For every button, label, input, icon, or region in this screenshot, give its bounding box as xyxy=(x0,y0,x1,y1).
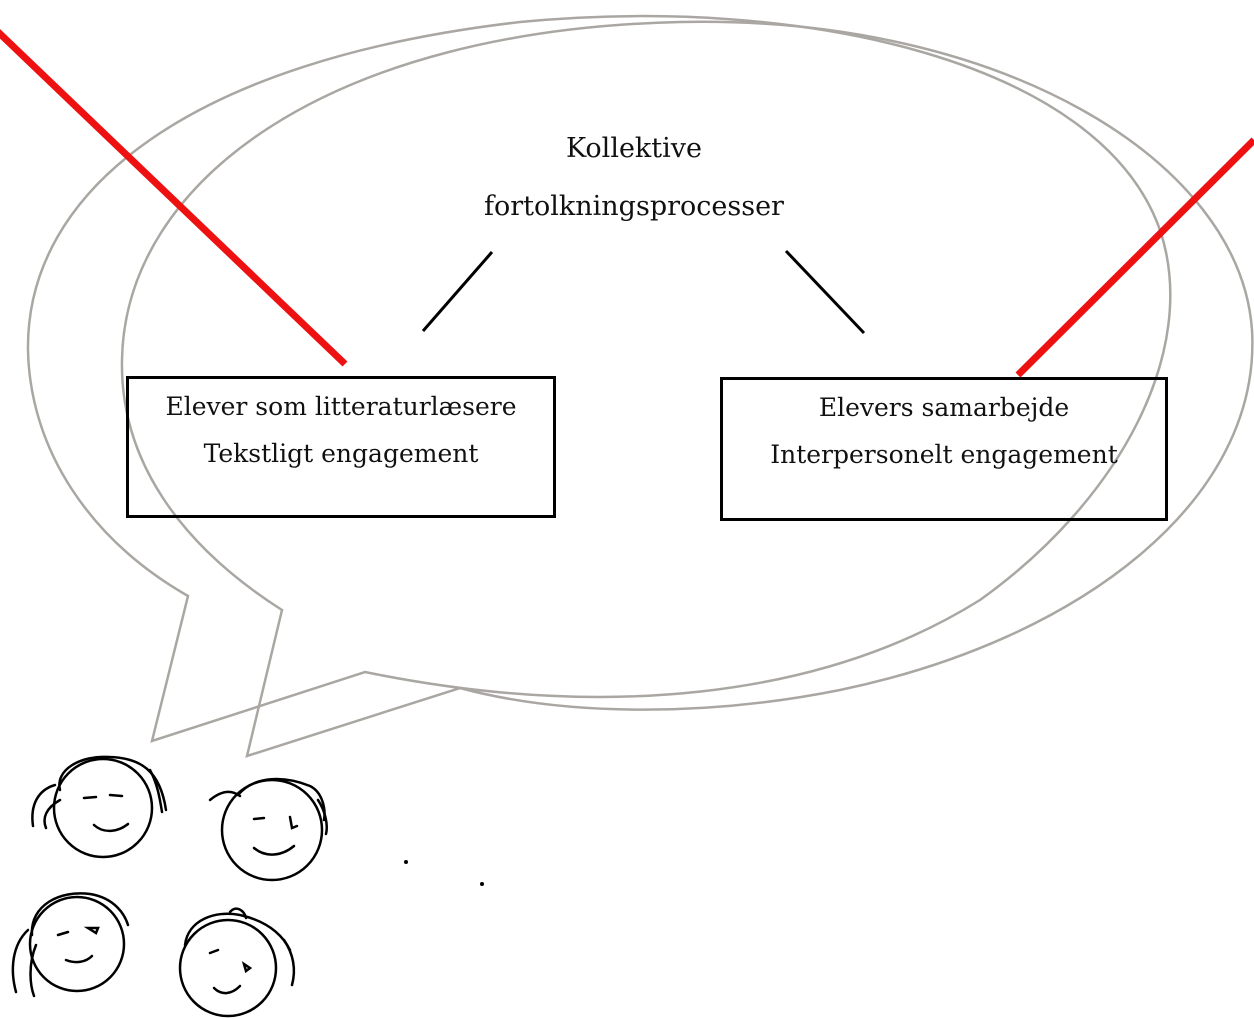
right-box: Elevers samarbejde Interpersonelt engage… xyxy=(720,377,1168,521)
face-icon xyxy=(11,892,130,998)
left-box-line-1: Elever som litteraturlæsere xyxy=(165,392,517,421)
stray-dot xyxy=(480,882,484,886)
right-box-line-1: Elevers samarbejde xyxy=(818,393,1070,422)
right-box-line-2: Interpersonelt engagement xyxy=(770,440,1118,469)
speech-bubble-front xyxy=(120,20,1254,758)
diagram-title: Kollektive fortolkningsprocesser xyxy=(434,120,834,236)
left-box: Elever som litteraturlæsere Tekstligt en… xyxy=(126,376,556,518)
face-icon xyxy=(31,755,168,859)
connector-left xyxy=(421,251,494,332)
stray-dot xyxy=(404,860,408,864)
face-icon xyxy=(208,777,328,882)
red-pointer-left xyxy=(0,28,348,367)
title-line-1: Kollektive xyxy=(565,133,703,164)
speech-bubble-back xyxy=(26,14,1172,743)
title-line-2: fortolkningsprocesser xyxy=(484,191,784,222)
red-pointer-right xyxy=(1015,137,1254,378)
connector-right xyxy=(784,249,866,335)
left-box-line-2: Tekstligt engagement xyxy=(203,439,479,468)
face-icon xyxy=(178,907,296,1018)
